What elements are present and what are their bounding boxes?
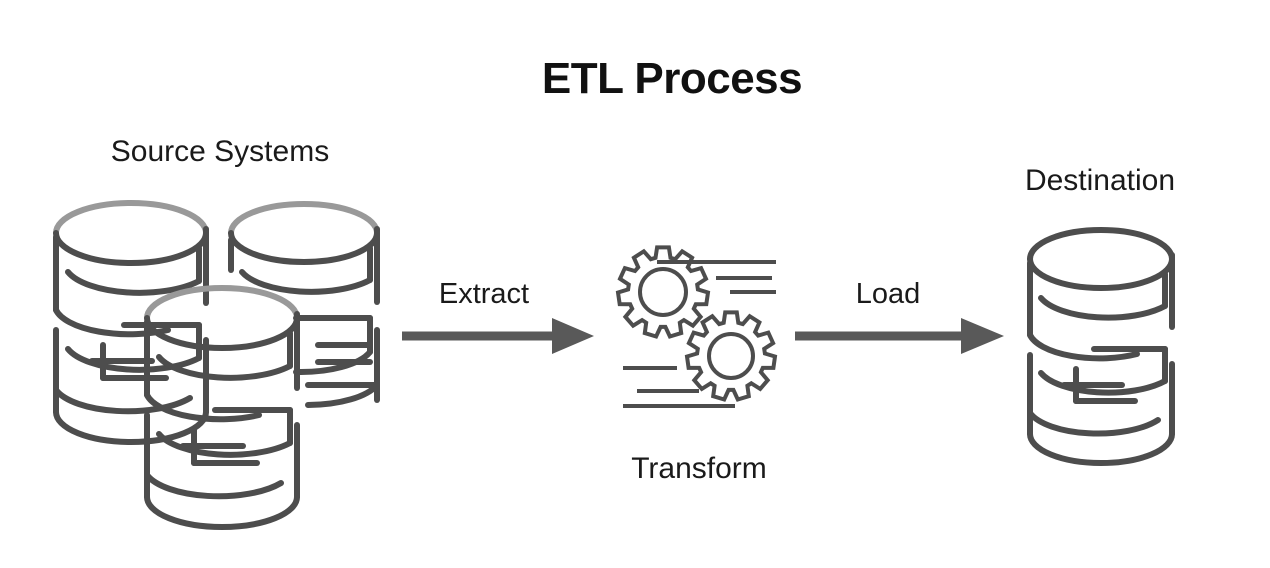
transform-label: Transform: [631, 452, 767, 485]
gear-lower-hub-icon: [707, 332, 755, 380]
extract-arrow-head: [552, 318, 594, 354]
database-icon-back-right: [228, 201, 380, 408]
load-arrow-head: [961, 318, 1004, 354]
gear-lower-icon: [684, 310, 778, 402]
database-icon-front: [144, 285, 300, 530]
extract-label: Extract: [439, 278, 529, 310]
gears-icon: [615, 245, 778, 408]
source-systems-label: Source Systems: [111, 135, 329, 168]
source-systems-node: Source Systems: [53, 135, 380, 530]
database-icon-back-left: [53, 200, 209, 445]
destination-node: Destination: [1025, 164, 1175, 466]
page-title: ETL Process: [542, 54, 802, 103]
transform-node: Transform: [615, 245, 778, 485]
gear-upper-hub-icon: [638, 267, 688, 317]
database-stack-icon: [53, 200, 380, 530]
gear-upper-icon: [615, 245, 711, 339]
extract-edge: Extract: [402, 278, 594, 354]
database-icon: [1027, 227, 1175, 466]
destination-label: Destination: [1025, 164, 1175, 197]
load-label: Load: [856, 278, 921, 310]
load-edge: Load: [795, 278, 1004, 354]
